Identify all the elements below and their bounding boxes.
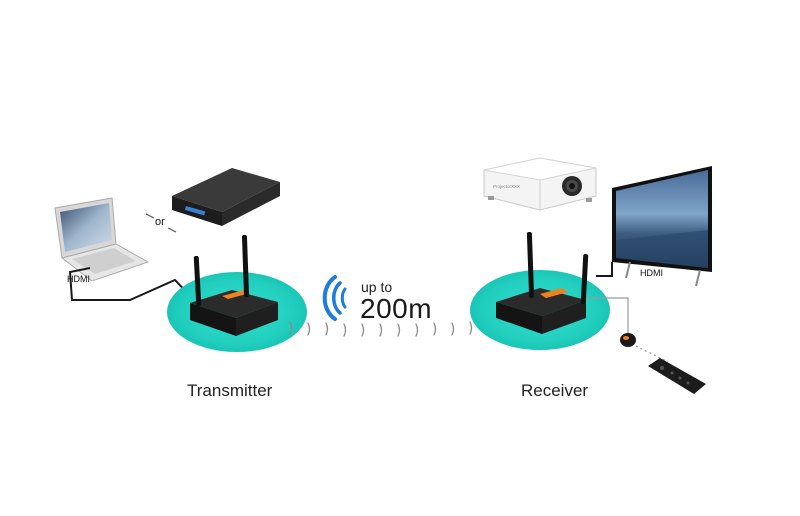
projector-brand-label: ProjectorXXX xyxy=(493,184,520,189)
receiver-caption: Receiver xyxy=(521,381,589,400)
hdmi-cable-right xyxy=(596,262,613,277)
range-prefix: up to xyxy=(361,279,393,295)
ir-beam xyxy=(635,345,669,363)
ir-cable xyxy=(586,297,629,334)
receiver-device xyxy=(496,231,589,334)
hdmi-label-left: HDMI xyxy=(67,274,90,284)
or-dash-right xyxy=(167,227,177,233)
wireless-waves-icon xyxy=(322,275,347,321)
or-label: or xyxy=(155,216,165,228)
or-dash-left xyxy=(145,213,155,219)
projector-icon xyxy=(483,157,597,211)
signal-arcs xyxy=(289,321,473,337)
ir-receiver-icon xyxy=(620,333,636,347)
remote-control-icon xyxy=(648,358,706,394)
range-value: 200m xyxy=(360,293,433,324)
transmitter-device xyxy=(190,234,278,336)
hdmi-label-right: HDMI xyxy=(640,268,663,278)
media-player-icon xyxy=(172,168,280,226)
laptop-icon xyxy=(54,197,150,282)
transmitter-caption: Transmitter xyxy=(187,381,273,400)
hdmi-cable-left xyxy=(68,267,193,301)
tv-icon xyxy=(612,166,712,287)
